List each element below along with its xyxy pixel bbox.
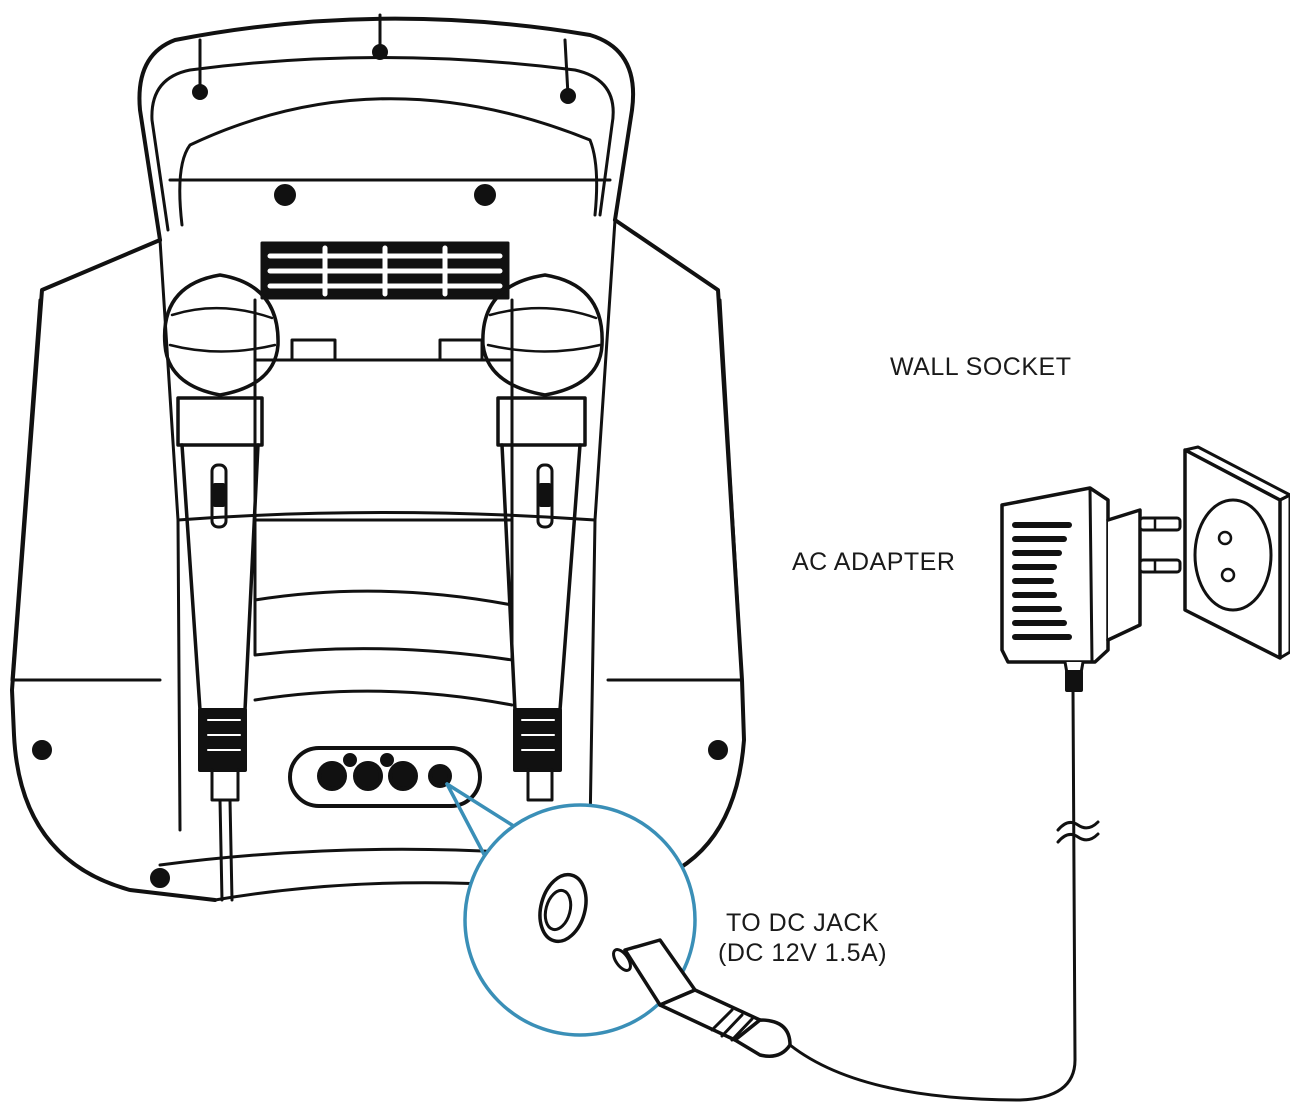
- wall-socket: [1183, 445, 1290, 660]
- microphone-right: [481, 273, 604, 802]
- jack-3: [388, 761, 418, 791]
- ac-adapter: [1000, 486, 1182, 692]
- speaker-grille: [260, 241, 510, 300]
- ac-adapter-label: AC ADAPTER: [792, 548, 956, 576]
- dc-jack: [428, 764, 452, 788]
- jack-1: [317, 761, 347, 791]
- screw-bottom-left: [150, 868, 170, 888]
- adapter-vents: [1012, 522, 1072, 640]
- plug-prong-top: [1138, 516, 1182, 532]
- plug-prong-bottom: [1138, 558, 1182, 574]
- wall-socket-label: WALL SOCKET: [890, 353, 1072, 381]
- microphone-left: [162, 273, 280, 902]
- speaker-left-panel: [10, 238, 217, 902]
- carry-handle: [137, 16, 635, 242]
- jack-2: [353, 761, 383, 791]
- screw-left: [32, 740, 52, 760]
- dc-jack-label: TO DC JACK (DC 12V 1.5A): [718, 908, 887, 968]
- dc-jack-label-line1: TO DC JACK: [725, 909, 880, 937]
- dc-jack-zoom: [538, 872, 588, 944]
- speaker-unit: [10, 13, 746, 902]
- power-cable: [788, 688, 1077, 1102]
- dc-plug: [612, 938, 792, 1058]
- rear-jack-panel: [288, 746, 482, 808]
- dc-jack-label-line2: (DC 12V 1.5A): [718, 939, 888, 967]
- dc-jack-callout: [445, 782, 697, 1037]
- screw-right: [708, 740, 728, 760]
